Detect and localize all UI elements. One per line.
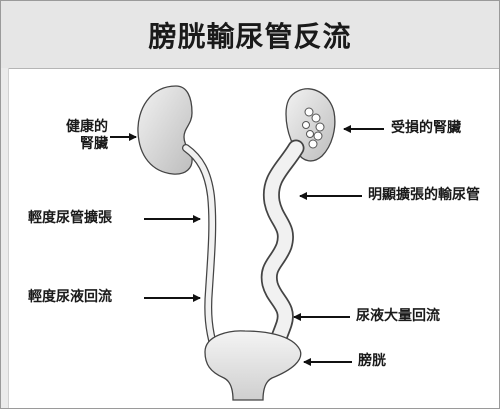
label-bladder: 膀胱 — [358, 353, 386, 369]
kidney-cysts — [302, 107, 325, 149]
label-healthy-kidney-line2: 腎臟 — [80, 136, 108, 152]
left-panel — [1, 68, 9, 408]
label-damaged-kidney: 受損的腎臟 — [391, 120, 461, 136]
bladder-shape — [204, 330, 302, 401]
label-dilated-ureter: 明顯擴張的輸尿管 — [368, 187, 480, 203]
healthy-kidney — [137, 85, 193, 175]
label-healthy-kidney-line1: 健康的 — [66, 119, 108, 135]
label-mild-dilation: 輕度尿管擴張 — [28, 210, 112, 226]
diagram-title: 膀胱輸尿管反流 — [148, 19, 352, 53]
label-heavy-reflux: 尿液大量回流 — [356, 308, 440, 324]
label-mild-reflux: 輕度尿液回流 — [28, 289, 112, 305]
label-healthy-kidney: 健康的 腎臟 — [32, 119, 108, 153]
title-bar: 膀胱輸尿管反流 — [1, 1, 499, 69]
